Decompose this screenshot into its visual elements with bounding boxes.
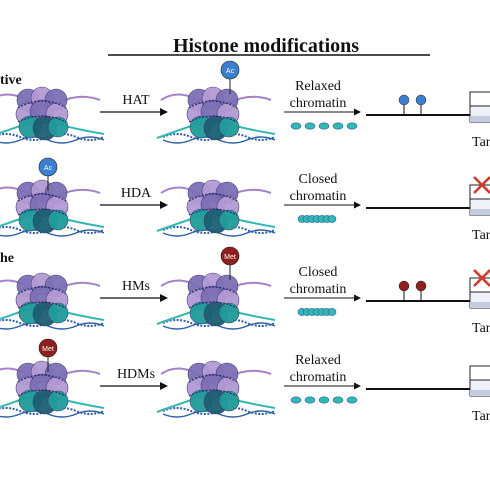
chromatin-state-line1: Relaxed [295, 353, 341, 368]
wrapped-dna [17, 100, 67, 109]
histone-subunit [218, 302, 240, 324]
chromatin-bead [346, 122, 358, 130]
histone-subunit [47, 302, 69, 324]
wrapped-dna [188, 115, 238, 123]
tss-arrow [469, 184, 490, 199]
chromatin-bead [332, 396, 344, 404]
chromatin-state-line2: chromatin [290, 370, 347, 385]
wrapped-dna [17, 301, 67, 309]
enzyme-label: HAT [122, 93, 150, 108]
mark-label: Met [224, 254, 236, 261]
chromatin-bead [304, 396, 316, 404]
dna-strand [0, 229, 105, 237]
gene-methyl-mark [415, 280, 427, 292]
tss-arrow [469, 91, 490, 106]
acetyl-mark [220, 60, 240, 80]
arrow-head [354, 382, 361, 390]
arrow-head [354, 294, 361, 302]
target-gene-label: Targ [472, 321, 490, 336]
chromatin-state-line1: Closed [299, 172, 338, 187]
histone-subunit [47, 390, 69, 412]
wrapped-dna [17, 115, 67, 123]
side-label-active: tive [0, 73, 22, 88]
rows-layer: HATAcRelaxedchromatinTarAcHDAClosedchrom… [0, 60, 490, 424]
tss-arrow [469, 365, 490, 380]
methyl-mark [38, 338, 58, 358]
target-gene-shade [470, 209, 490, 215]
repression-cross [473, 269, 490, 287]
dna-strand [162, 322, 276, 330]
chromatin-bead [318, 396, 330, 404]
wrapped-dna [188, 389, 238, 397]
dna-strand [162, 229, 276, 237]
histone-subunit [47, 116, 69, 138]
chromatin-bead [332, 122, 344, 130]
enzyme-label: HDA [121, 186, 152, 201]
dna-strand [0, 410, 105, 418]
tss-arrow [469, 277, 490, 292]
target-gene-shade [470, 302, 490, 308]
wrapped-dna [17, 286, 67, 295]
wrapped-dna [188, 208, 238, 216]
gene-acetyl-mark [415, 94, 427, 106]
gene-methyl-mark [398, 280, 410, 292]
wrapped-dna [17, 374, 67, 383]
wrapped-dna [17, 208, 67, 216]
chromatin-bead [290, 122, 302, 130]
chromatin-bead [327, 308, 337, 316]
target-gene-label: Tar [472, 135, 490, 150]
gene-acetyl-mark [398, 94, 410, 106]
arrow-head [160, 108, 168, 116]
enzyme-label: HDMs [117, 367, 155, 382]
mark-label: Ac [44, 165, 53, 172]
target-gene-label: Tar [472, 409, 490, 424]
wrapped-dna [17, 389, 67, 397]
chromatin-state-line2: chromatin [290, 282, 347, 297]
arrow-head [160, 382, 168, 390]
chromatin-bead [346, 396, 358, 404]
wrapped-dna [188, 301, 238, 309]
repression-cross [473, 176, 490, 194]
histone-subunit [218, 390, 240, 412]
chromatin-state-line2: chromatin [290, 96, 347, 111]
chromatin-bead [318, 122, 330, 130]
dna-strand [162, 410, 276, 418]
arrow-head [160, 294, 168, 302]
arrow-head [354, 201, 361, 209]
mark-label: Ac [226, 68, 235, 75]
histone-subunit [218, 116, 240, 138]
wrapped-dna [188, 193, 238, 202]
mark-label: Met [42, 346, 54, 353]
chromatin-bead [304, 122, 316, 130]
chromatin-state-line2: chromatin [290, 189, 347, 204]
histone-subunit [218, 209, 240, 231]
dna-strand [0, 136, 105, 144]
target-gene-shade [470, 116, 490, 122]
methyl-mark [220, 246, 240, 266]
wrapped-dna [188, 286, 238, 295]
side-label-repressive: he [0, 251, 14, 266]
histone-subunit [47, 209, 69, 231]
wrapped-dna [188, 374, 238, 383]
dna-strand [0, 322, 105, 330]
chromatin-state-line1: Closed [299, 265, 338, 280]
target-gene-shade [470, 390, 490, 396]
chromatin-bead [290, 396, 302, 404]
chromatin-bead [327, 215, 337, 223]
arrow-head [160, 201, 168, 209]
acetyl-mark [38, 157, 58, 177]
target-gene-label: Tar [472, 228, 490, 243]
wrapped-dna [188, 100, 238, 109]
arrow-head [354, 108, 361, 116]
dna-strand [162, 136, 276, 144]
wrapped-dna [17, 193, 67, 202]
diagram-title: Histone modifications [173, 35, 359, 57]
chromatin-state-line1: Relaxed [295, 79, 341, 94]
enzyme-label: HMs [122, 279, 150, 294]
